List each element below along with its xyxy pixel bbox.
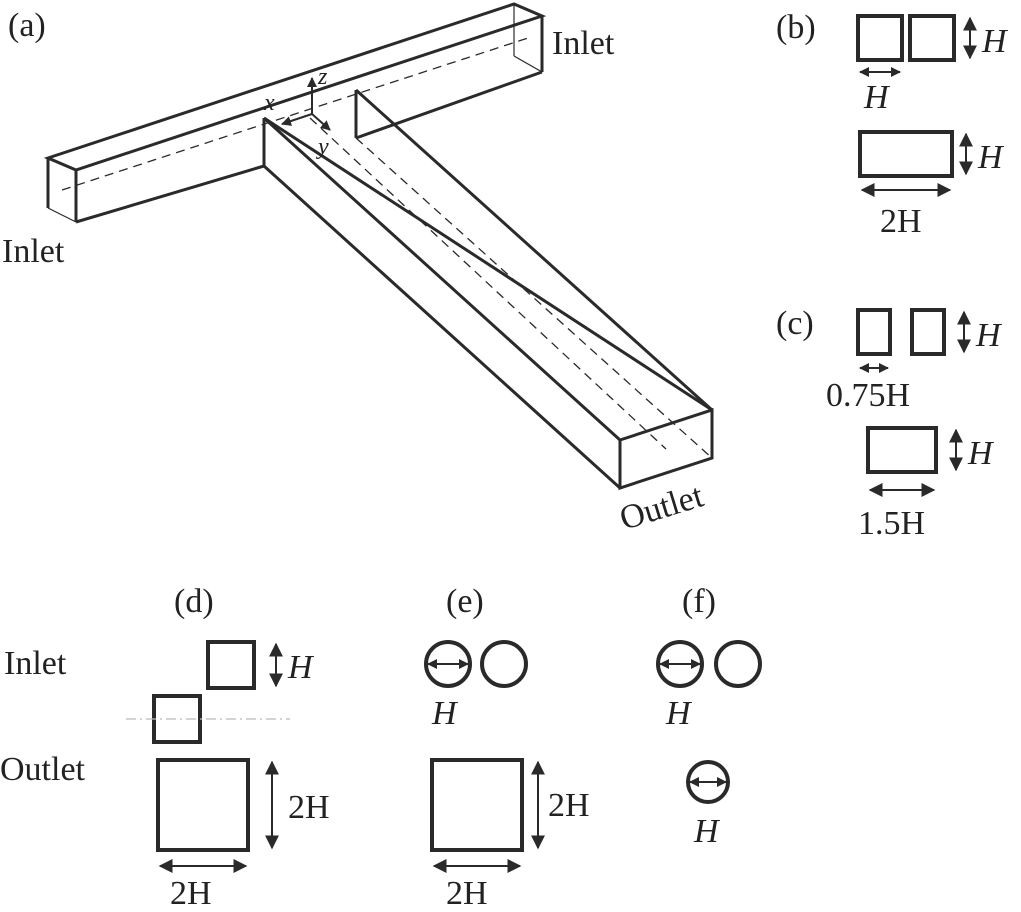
x-axis-arrow <box>281 113 313 126</box>
c-inlet-rect-left <box>856 308 892 356</box>
d-inlet-square-upper <box>206 640 256 690</box>
f-inlet-diameter-label: H <box>665 695 693 732</box>
outlet-channel-front-top-edge <box>262 116 622 442</box>
axis-y-label: y <box>316 134 329 160</box>
c-outlet-rect <box>866 426 938 474</box>
e-outlet-height-label: 2H <box>548 787 590 824</box>
f-inlet-circle-right <box>714 640 762 688</box>
inlet-square-right <box>908 14 956 62</box>
e-outlet-square <box>430 758 524 852</box>
panel-c: (c) H 0.75H H 1.5H <box>776 305 1003 542</box>
panel-a-label: (a) <box>8 7 46 44</box>
c-bottom-width-label: 1.5H <box>858 505 925 542</box>
panel-d-label: (d) <box>174 583 214 620</box>
f-outlet-diameter-label: H <box>693 813 721 850</box>
c-top-width-label: 0.75H <box>826 377 910 414</box>
panel-f-label: (f) <box>682 583 716 620</box>
b-bottom-width-label: 2H <box>880 203 922 240</box>
d-inlet-height-label: H <box>287 649 315 686</box>
inlet-channel-left-bottom-edge <box>47 207 77 223</box>
axis-x-label: x <box>263 90 275 116</box>
outlet-channel-top-left-edge <box>263 116 713 412</box>
f-outlet-circle <box>686 760 730 804</box>
c-bottom-height-label: H <box>967 435 995 472</box>
inlet-right-label: Inlet <box>552 25 615 62</box>
axis-z-label: z <box>317 64 328 90</box>
panel-b: (b) H H H 2H <box>776 9 1009 240</box>
row-outlet-label: Outlet <box>0 751 86 788</box>
outlet-channel <box>262 88 714 491</box>
outlet-channel-centerline <box>309 117 667 450</box>
inlet-channel-centerline <box>61 37 529 191</box>
outlet-rect <box>858 130 954 178</box>
inlet-channel-front-bottom-left <box>75 164 265 224</box>
e-inlet-circle-right <box>480 640 528 688</box>
c-inlet-rect-right <box>910 308 946 356</box>
outlet-face <box>618 407 714 491</box>
outlet-channel-bottom-edge <box>262 164 622 490</box>
b-top-width-label: H <box>863 79 891 116</box>
panel-e-label: (e) <box>446 583 484 620</box>
coordinate-axes: z x y <box>263 64 331 160</box>
d-outlet-width-label: 2H <box>170 875 212 912</box>
outlet-channel-top-right-edge <box>354 88 714 412</box>
outlet-channel-hidden-edge <box>355 137 713 459</box>
panel-b-label: (b) <box>776 9 816 46</box>
panel-f: (f) H H <box>656 583 762 850</box>
inlet-channel-front-bottom-right <box>355 70 543 140</box>
panel-c-label: (c) <box>776 305 814 342</box>
row-inlet-label: Inlet <box>4 645 67 682</box>
inlet-channel-right-bottom-edge <box>513 55 543 73</box>
panel-d: (d) H 2H 2H <box>126 583 330 912</box>
e-inlet-diameter-label: H <box>431 695 459 732</box>
e-outlet-width-label: 2H <box>446 875 488 912</box>
panel-e: (e) H 2H 2H <box>424 583 590 912</box>
panel-a: (a) <box>2 2 714 538</box>
d-outlet-height-label: 2H <box>288 789 330 826</box>
e-inlet-circle-left <box>424 640 472 688</box>
y-axis-arrow <box>311 113 331 131</box>
inlet-left-label: Inlet <box>2 233 65 270</box>
f-inlet-circle-left <box>656 640 704 688</box>
inlet-channel <box>43 2 547 224</box>
b-top-height-label: H <box>981 23 1009 60</box>
inlet-square-left <box>856 14 904 62</box>
c-top-height-label: H <box>975 317 1003 354</box>
d-outlet-square <box>156 758 250 852</box>
b-bottom-height-label: H <box>977 139 1005 176</box>
